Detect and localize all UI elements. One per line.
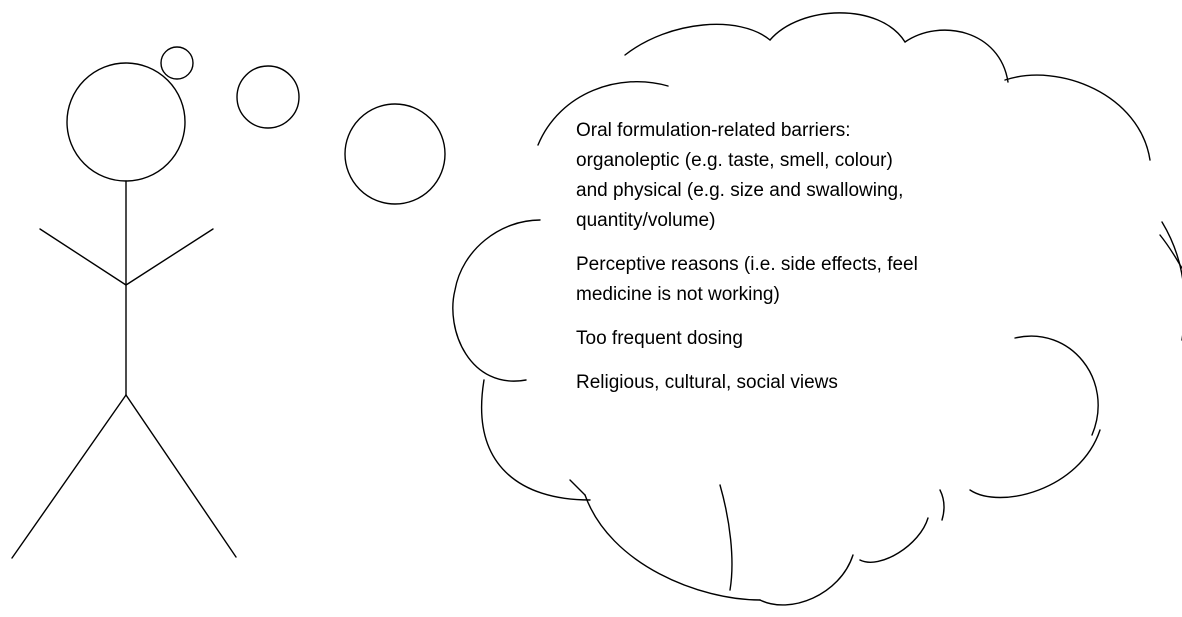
cloud-lobe-right-lower bbox=[1014, 335, 1099, 436]
thought-item-perceptive-reasons: Perceptive reasons (i.e. side effects, f… bbox=[576, 254, 918, 305]
thought-cloud-text: Oral formulation-related barriers: organ… bbox=[576, 116, 1136, 412]
thought-bubble-small bbox=[160, 46, 194, 80]
stick-figure-left-leg bbox=[11, 394, 127, 559]
cloud-lobe-top-left bbox=[624, 23, 771, 56]
cloud-lobe-top-middle bbox=[769, 12, 906, 43]
thought-item-frequent-dosing: Too frequent dosing bbox=[576, 328, 743, 349]
cloud-lobe-bottom bbox=[759, 554, 854, 606]
thought-cloud bbox=[450, 11, 1182, 606]
cloud-fold-right-inner bbox=[1159, 234, 1182, 269]
stick-figure bbox=[11, 62, 237, 559]
cloud-lobe-upper-left bbox=[537, 80, 669, 146]
thought-item-views: Religious, cultural, social views bbox=[576, 372, 838, 393]
stick-figure-head bbox=[66, 62, 186, 182]
thought-item-formulation-barriers: Oral formulation-related barriers: organ… bbox=[576, 120, 904, 231]
cloud-lobe-bottom-left bbox=[584, 494, 761, 601]
thought-bubble-medium bbox=[236, 65, 300, 129]
cloud-lobe-bottom-right bbox=[969, 429, 1101, 499]
stick-figure-left-arm bbox=[39, 228, 127, 286]
stick-figure-right-leg bbox=[125, 394, 237, 558]
thought-bubbles bbox=[160, 46, 446, 205]
stick-figure-right-arm bbox=[125, 228, 214, 286]
cloud-lobe-top-right bbox=[904, 29, 1009, 83]
cloud-lobe-left-upper bbox=[452, 219, 541, 382]
cloud-fold-lower-right bbox=[939, 489, 945, 521]
cloud-lobe-right-middle bbox=[1161, 221, 1182, 341]
cloud-lobe-right-upper bbox=[1004, 74, 1151, 161]
cloud-lobe-bottom-middle bbox=[859, 517, 929, 563]
cloud-fold-middle bbox=[719, 484, 733, 591]
cloud-lobe-left-lower bbox=[481, 379, 591, 501]
cloud-fold-bottom-left bbox=[569, 479, 586, 496]
thought-bubble-large bbox=[344, 103, 446, 205]
